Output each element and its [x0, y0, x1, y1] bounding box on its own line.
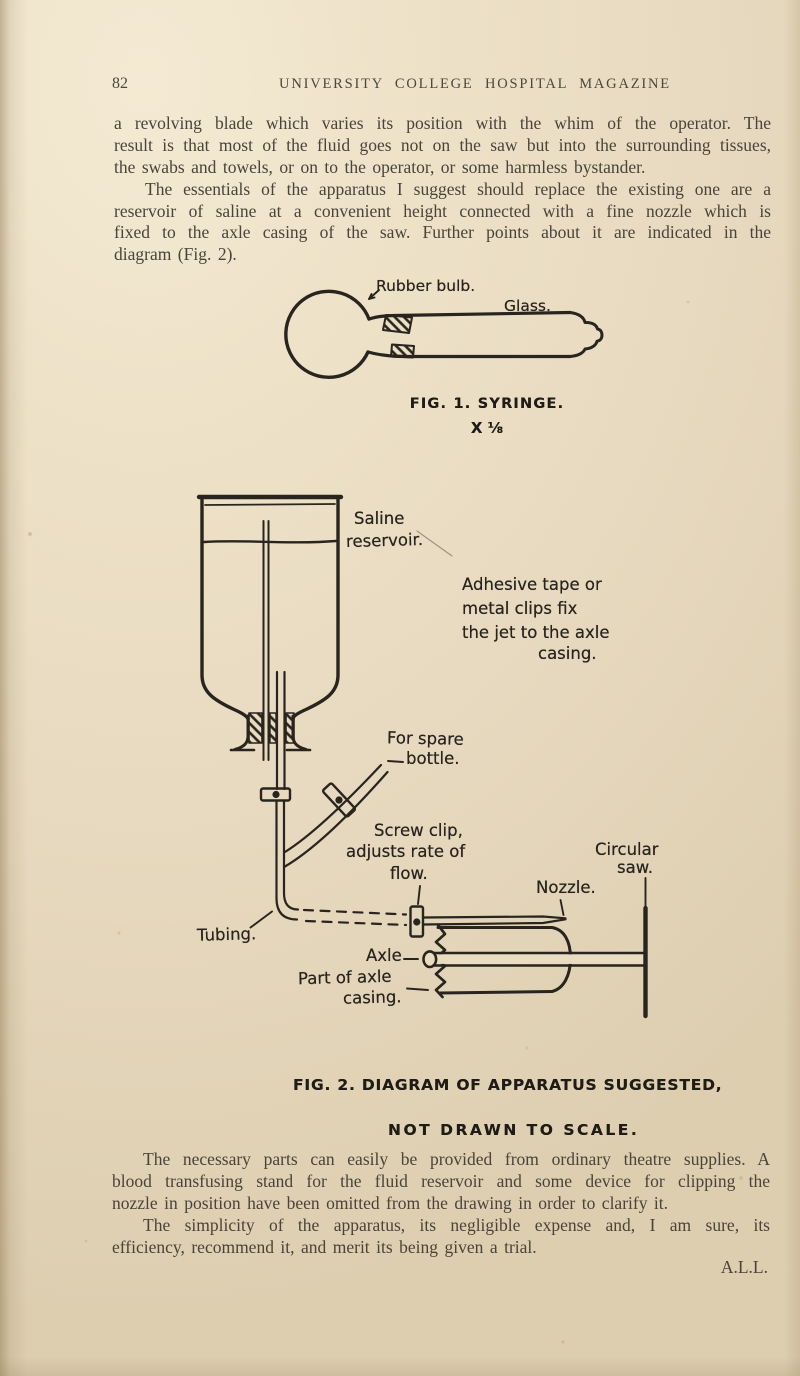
bulb-connector-hatched-rings	[382, 314, 415, 359]
fig2-caption-line2: NOT DRAWN TO SCALE.	[388, 1121, 640, 1139]
text-line: the swabs and towels, or on to the opera…	[114, 156, 646, 177]
fig2-spare-bottle-label-line1: For spare	[386, 728, 464, 749]
fig1-scale-note: X ⅛	[470, 419, 504, 437]
glass-barrel-shape	[393, 310, 604, 359]
fig2-axle-label: Axle	[366, 946, 402, 965]
spare-bottle-tube	[283, 763, 389, 868]
reservoir-scratch-line	[416, 530, 453, 557]
axle-shape	[422, 950, 646, 969]
screw-clip-on-spare-tube	[321, 782, 357, 818]
text-line: efficiency, recommend it, and merit its …	[112, 1236, 537, 1257]
fig2-adhesive-label-line2: metal clips fix	[462, 599, 578, 618]
fig2-adhesive-label-line4: casing.	[538, 644, 597, 663]
screw-clip-on-tube	[259, 787, 292, 802]
text-line: blood transfusing stand for the fluid re…	[112, 1170, 770, 1191]
magazine-header-title: UNIVERSITY COLLEGE HOSPITAL MAGAZINE	[279, 76, 671, 92]
text-line: nozzle in position have been omitted fro…	[112, 1192, 669, 1213]
fig2-apparatus-drawing	[196, 494, 648, 1019]
author-initials: A.L.L.	[720, 1257, 768, 1277]
outlet-tube	[275, 670, 300, 921]
fig2-saline-label-line2: reservoir.	[345, 529, 424, 552]
fig2-screw-clip-label-line3: flow.	[390, 864, 428, 883]
flow-screw-clip	[409, 905, 425, 938]
air-inlet-tube	[262, 520, 270, 761]
label-leader-lines	[249, 530, 647, 991]
fig2-nozzle-label: Nozzle.	[536, 878, 596, 897]
text-line: The simplicity of the apparatus, its neg…	[143, 1214, 770, 1235]
tubing-leader	[249, 910, 273, 929]
text-line: reservoir of saline at a convenient heig…	[114, 200, 771, 221]
text-line: The essentials of the apparatus I sugges…	[145, 178, 771, 199]
fig1-syringe-drawing	[284, 289, 604, 379]
fig2-spare-bottle-label-line2: bottle.	[406, 749, 460, 768]
text-line: a revolving blade which varies its posit…	[114, 113, 771, 133]
casing-leader	[406, 987, 429, 991]
liquid-level-line	[202, 539, 338, 544]
fig2-circular-saw-label-line1: Circular	[595, 840, 659, 859]
flow-clip-leader	[417, 885, 421, 905]
text-line: diagram (Fig. 2).	[114, 244, 237, 265]
text-line: The necessary parts can easily be provid…	[143, 1149, 770, 1169]
tubing-dashed-run	[302, 908, 408, 927]
rubber-bulb-shape	[284, 289, 413, 379]
fig2-circular-saw-label-line2: saw.	[617, 858, 653, 877]
fig2-saline-label-line1: Saline	[354, 509, 405, 528]
fig2-axle-casing-label-line2: casing.	[342, 987, 402, 1008]
fig1-rubber-bulb-label: Rubber bulb.	[376, 277, 476, 295]
fig2-screw-clip-label-line2: adjusts rate of	[346, 842, 466, 861]
fig2-caption-line1: FIG. 2. DIAGRAM OF APPARATUS SUGGESTED,	[293, 1076, 723, 1094]
rubber-bulb-label-arrow	[368, 289, 380, 300]
fig1-glass-label: Glass.	[504, 297, 551, 315]
fig1-caption: FIG. 1. SYRINGE.	[409, 396, 565, 412]
text-line: result is that most of the fluid goes no…	[114, 134, 771, 155]
saline-bottle-shape	[196, 494, 344, 721]
nozzle-shape	[421, 915, 567, 926]
spare-bottle-leader	[387, 760, 404, 763]
page-number: 82	[112, 75, 128, 92]
body-text-bottom: The necessary parts can easily be provid…	[112, 1149, 770, 1258]
fig2-adhesive-label-line3: the jet to the axle	[462, 623, 610, 642]
fig2-screw-clip-label-line1: Screw clip,	[374, 821, 463, 840]
fig2-adhesive-label-line1: Adhesive tape or	[462, 575, 602, 594]
bottle-cork-stopper	[229, 712, 312, 752]
text-line: fixed to the axle casing of the saw. Fur…	[114, 222, 771, 243]
nozzle-leader	[559, 899, 565, 916]
fig2-tubing-label: Tubing.	[196, 924, 257, 945]
fig2-axle-casing-label-line1: Part of axle	[297, 966, 392, 989]
body-text-top: a revolving blade which varies its posit…	[114, 113, 771, 266]
